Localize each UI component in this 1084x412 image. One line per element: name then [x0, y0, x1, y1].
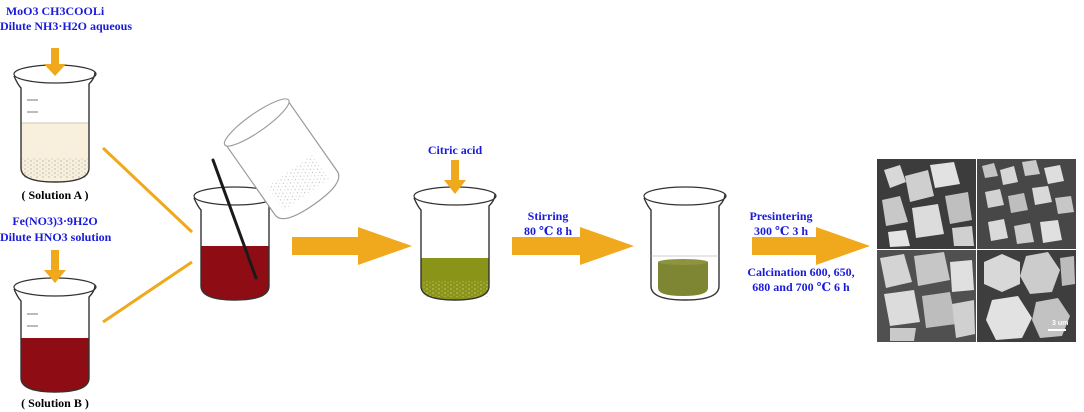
- sem-image-600: [877, 159, 976, 249]
- arrow-into-citric: [444, 160, 466, 194]
- connector-line-b: [102, 260, 193, 324]
- glass-stirring-rod: [211, 158, 258, 280]
- solution-a-caption: ( Solution A ): [21, 188, 89, 202]
- sem-image-700: [977, 250, 1076, 342]
- calcination-condition: 680 and 700 ℃ 6 h: [752, 280, 850, 294]
- beaker-solution-b: [13, 277, 97, 393]
- citric-acid-label: Citric acid: [427, 143, 483, 157]
- solution-b-caption: ( Solution B ): [21, 396, 89, 410]
- beaker-mixing: [193, 186, 277, 301]
- beaker-citric: [413, 186, 497, 301]
- presintering-condition: 300 ℃ 3 h: [753, 224, 809, 238]
- arrow-step-2: [512, 227, 634, 265]
- sem-scalebar-label: 3 um: [1052, 320, 1069, 327]
- beaker-gel: [643, 186, 727, 301]
- sem-images: [876, 158, 1077, 343]
- stirring-condition: 80 ℃ 8 h: [523, 224, 573, 238]
- connector-line-a: [101, 146, 194, 234]
- beaker-solution-a: [13, 64, 97, 183]
- arrow-into-a: [44, 48, 66, 76]
- presintering-label: Presintering: [749, 209, 813, 223]
- sem-image-680: [877, 250, 976, 342]
- solution-a-reagent-line1: MoO3 CH3COOLi: [5, 4, 105, 18]
- sem-scalebar-line: [1048, 329, 1066, 331]
- arrow-step-3: [752, 227, 870, 265]
- sem-image-650: [977, 159, 1076, 249]
- pouring-beaker: [223, 98, 340, 220]
- stirring-label: Stirring: [527, 209, 569, 223]
- solution-b-reagent-line2: Dilute HNO3 solution: [0, 230, 112, 244]
- solution-a-reagent-line2: Dilute NH3·H2O aqueous: [0, 19, 133, 33]
- calcination-label: Calcination 600, 650,: [747, 265, 855, 279]
- solution-b-reagent-line1: Fe(NO3)3·9H2O: [12, 214, 98, 228]
- arrow-step-1: [292, 227, 412, 265]
- arrow-into-b: [44, 250, 66, 283]
